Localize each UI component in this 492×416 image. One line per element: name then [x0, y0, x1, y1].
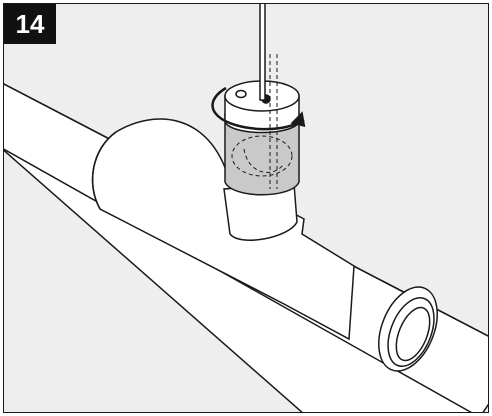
- step-number-badge: 14: [4, 4, 56, 44]
- assembly-illustration: [4, 4, 488, 412]
- illustration-frame: 14: [3, 3, 489, 413]
- rotate-arrow-icon: [211, 86, 306, 131]
- pipe-sleeve: [378, 286, 438, 372]
- drill-shaft: [259, 4, 266, 101]
- tee-branch: [223, 183, 298, 241]
- tee-fitting: [91, 118, 355, 341]
